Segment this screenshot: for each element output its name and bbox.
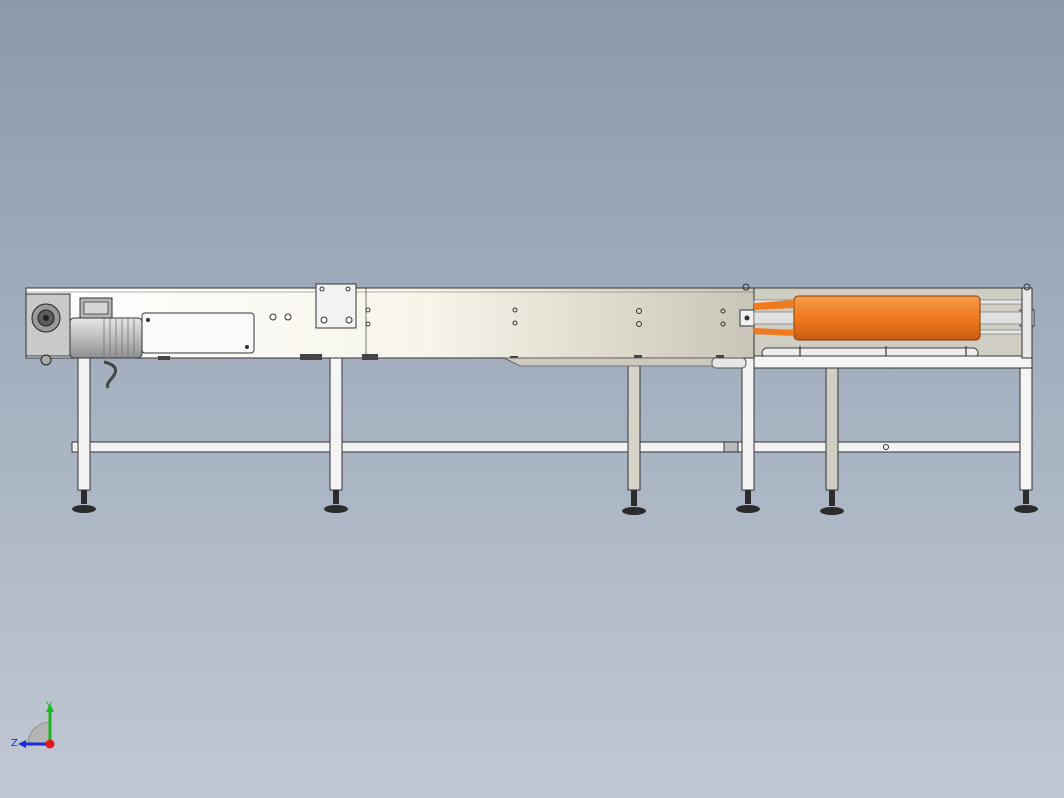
triad-quadrant xyxy=(27,721,51,745)
lower-stretcher xyxy=(71,441,1023,453)
orientation-triad[interactable]: Y Z xyxy=(8,696,72,760)
z-axis-arrow-icon xyxy=(18,740,26,748)
drive-motor[interactable] xyxy=(25,293,143,389)
z-axis-label: Z xyxy=(11,738,18,749)
x-axis-point-icon xyxy=(45,739,55,749)
conveyor-frame[interactable] xyxy=(25,283,755,369)
leveling-feet xyxy=(72,490,1038,515)
y-axis-arrow-icon xyxy=(46,704,54,712)
support-legs xyxy=(77,357,1033,491)
tail-section[interactable] xyxy=(739,283,1035,369)
y-axis-label: Y xyxy=(45,701,53,712)
